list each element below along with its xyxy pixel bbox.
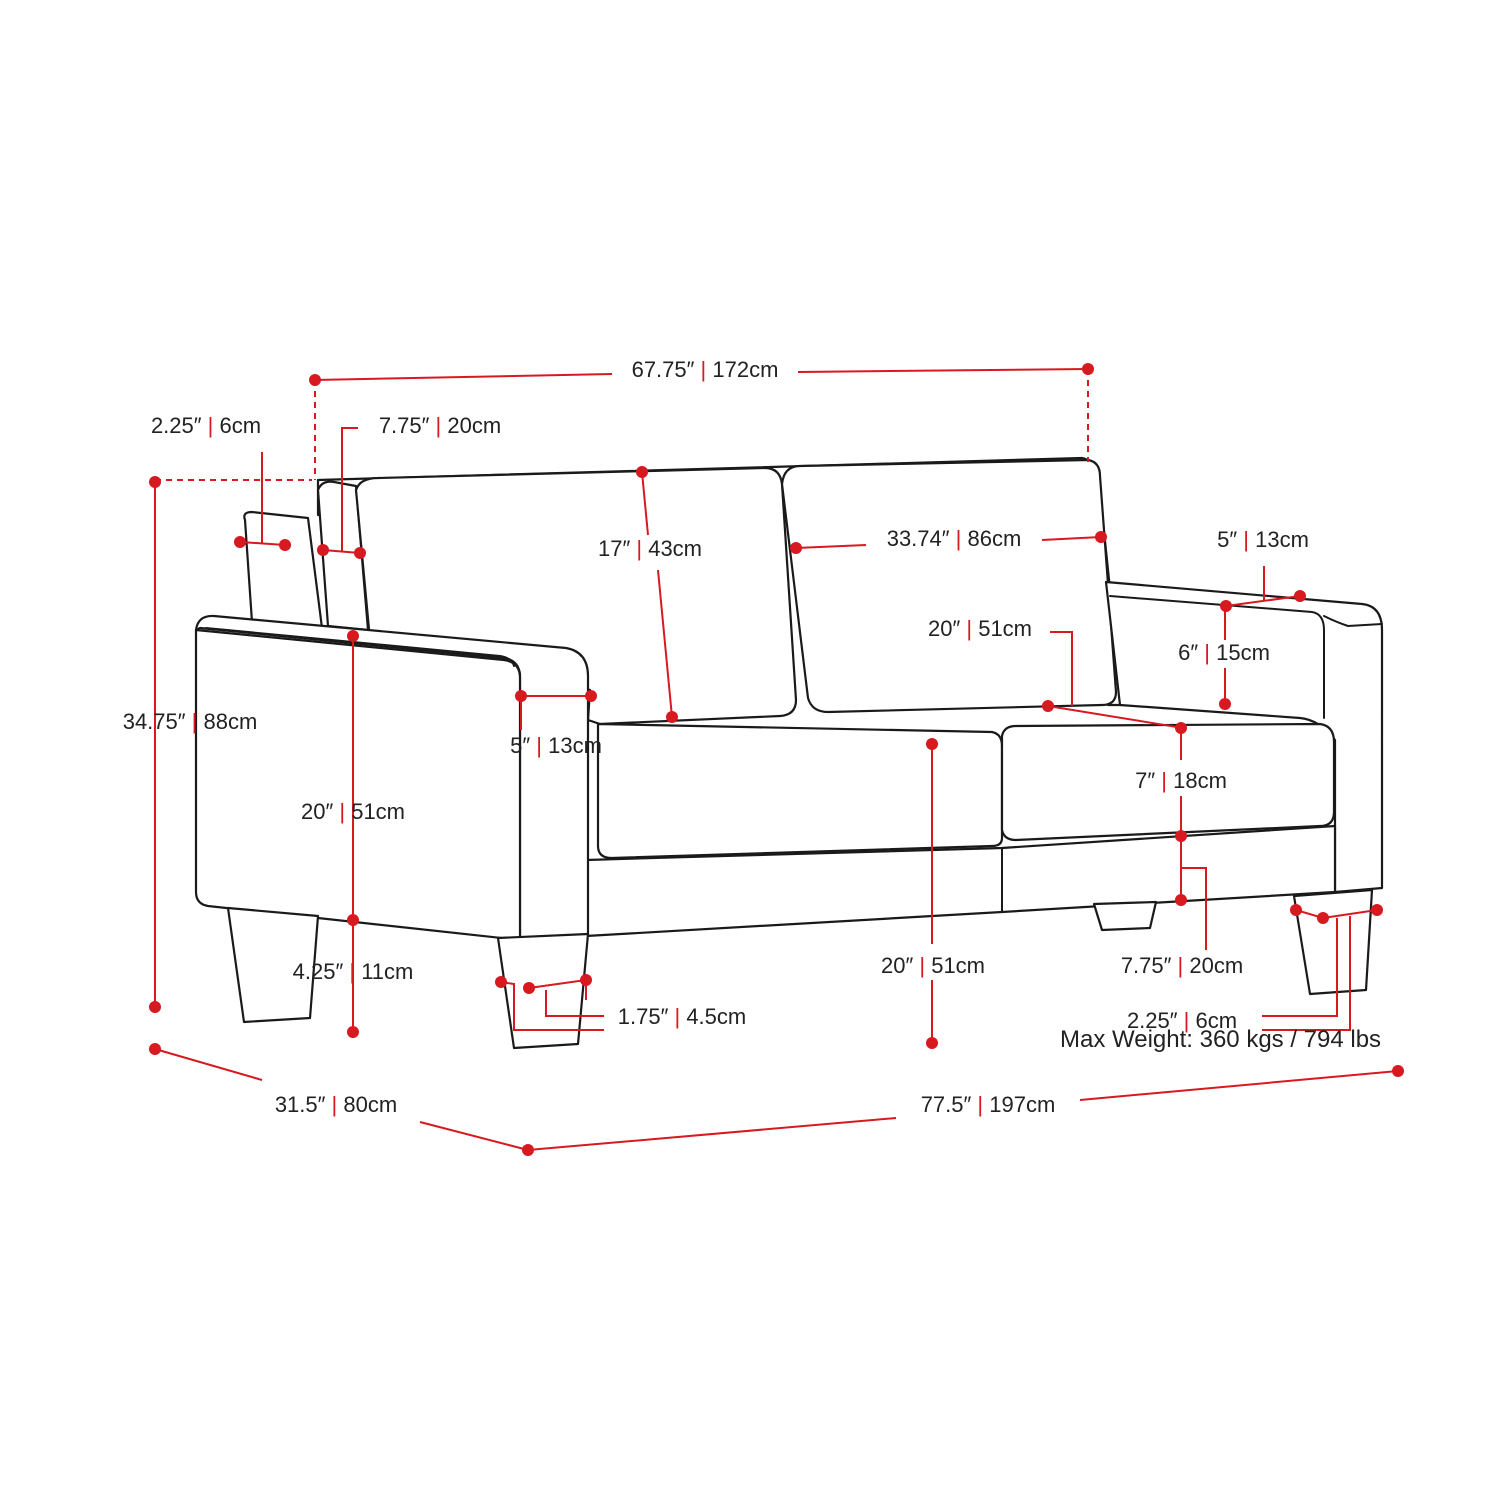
label-leg-width: 1.75″ | 4.5cm: [618, 1004, 746, 1029]
label-seat-frame-height: 7.75″ | 20cm: [1121, 953, 1243, 978]
label-back-cushion-width: 33.74″ | 86cm: [887, 526, 1022, 551]
label-back-cushion-height: 17″ | 43cm: [598, 536, 702, 561]
label-arm-top-width-left: 5″ | 13cm: [510, 733, 602, 758]
sofa-outline: [194, 456, 1384, 1050]
dimension-labels: 67.75″ | 172cm 2.25″ | 6cm 7.75″ | 20cm …: [123, 357, 1309, 1117]
dimension-lines: [154, 368, 1399, 1151]
dimension-endpoints: [149, 363, 1404, 1156]
label-total-depth: 31.5″ | 80cm: [275, 1092, 397, 1117]
label-leg-height: 4.25″ | 11cm: [293, 959, 414, 984]
label-arm-top-width-right: 5″ | 13cm: [1217, 527, 1309, 552]
label-seat-height: 20″ | 51cm: [881, 953, 985, 978]
label-leg-top-width: 2.25″ | 6cm: [1127, 1008, 1237, 1033]
label-total-height: 34.75″ | 88cm: [123, 709, 258, 734]
label-arm-height: 20″ | 51cm: [301, 799, 405, 824]
label-seat-depth: 20″ | 51cm: [928, 616, 1032, 641]
label-back-frame-depth: 2.25″ | 6cm: [151, 413, 261, 438]
label-arm-height-above-seat: 6″ | 15cm: [1178, 640, 1270, 665]
label-total-width: 77.5″ | 197cm: [921, 1092, 1056, 1117]
label-back-side-panel: 7.75″ | 20cm: [379, 413, 501, 438]
label-seat-cushion-thickness: 7″ | 18cm: [1135, 768, 1227, 793]
max-weight-text: Max Weight: 360 kgs / 794 lbs: [1060, 1026, 1382, 1053]
label-back-width: 67.75″ | 172cm: [632, 357, 779, 382]
max-weight-note: Max Weight: 360 kgs / 794 lbs: [1060, 1026, 1381, 1054]
